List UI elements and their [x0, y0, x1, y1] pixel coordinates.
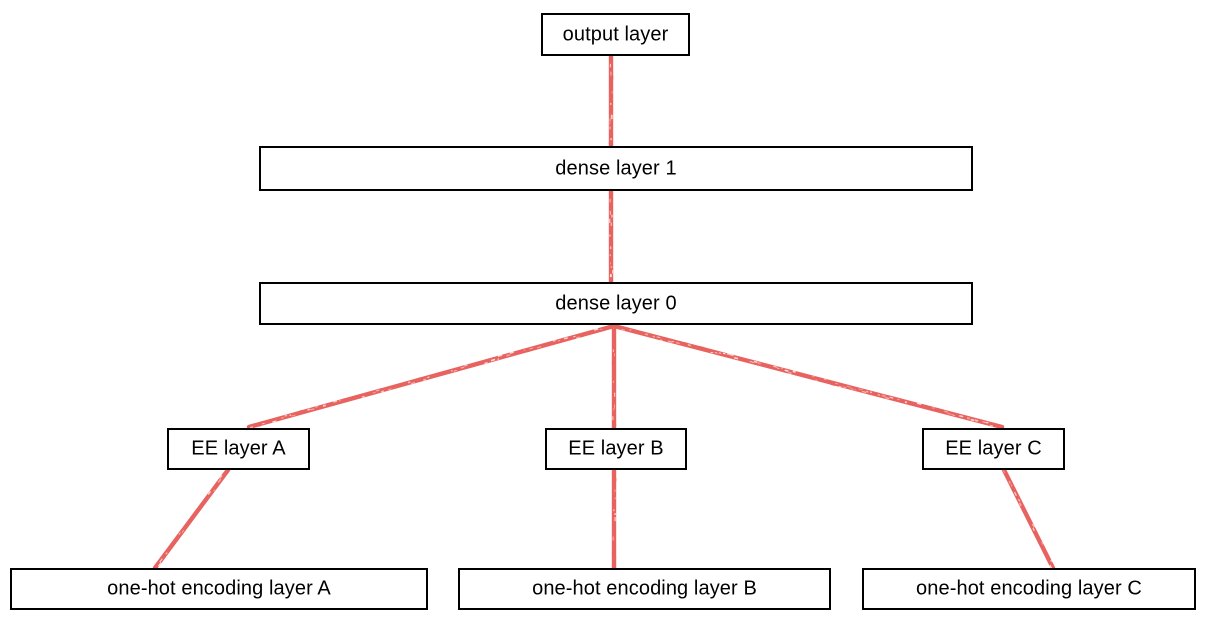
- node-ee-layer-b-label: EE layer B: [568, 437, 664, 460]
- edge-dense0-to-ee_c: [611, 323, 1005, 430]
- edge-dense1-to-dense0: [608, 188, 614, 285]
- node-dense-layer-1[interactable]: dense layer 1: [259, 146, 973, 191]
- node-one-hot-encoding-layer-c-label: one-hot encoding layer C: [916, 577, 1142, 600]
- edge-ee_c-to-onehot_c: [1001, 467, 1056, 571]
- edge-dense0-to-ee_a: [246, 323, 617, 430]
- node-ee-layer-b[interactable]: EE layer B: [545, 428, 687, 470]
- edge-dense0-to-ee_b: [611, 323, 617, 431]
- edge-ee_a-to-onehot_a: [152, 467, 231, 571]
- edge-ee_b-to-onehot_b: [611, 467, 617, 571]
- node-output-layer-label: output layer: [562, 23, 669, 45]
- node-one-hot-encoding-layer-a[interactable]: one-hot encoding layer A: [10, 568, 428, 610]
- node-ee-layer-c[interactable]: EE layer C: [922, 428, 1065, 470]
- node-one-hot-encoding-layer-c[interactable]: one-hot encoding layer C: [862, 568, 1196, 610]
- node-dense-layer-0[interactable]: dense layer 0: [259, 282, 973, 325]
- node-one-hot-encoding-layer-a-label: one-hot encoding layer A: [107, 577, 331, 600]
- node-ee-layer-a-label: EE layer A: [191, 437, 286, 460]
- node-one-hot-encoding-layer-b[interactable]: one-hot encoding layer B: [458, 568, 831, 610]
- node-output-layer[interactable]: output layer: [541, 13, 690, 56]
- node-dense-layer-0-label: dense layer 0: [555, 292, 677, 314]
- node-ee-layer-c-label: EE layer C: [945, 437, 1042, 460]
- node-ee-layer-a[interactable]: EE layer A: [167, 428, 310, 470]
- node-dense-layer-1-label: dense layer 1: [555, 157, 677, 179]
- node-one-hot-encoding-layer-b-label: one-hot encoding layer B: [532, 577, 757, 600]
- edge-output-to-dense1: [608, 53, 614, 149]
